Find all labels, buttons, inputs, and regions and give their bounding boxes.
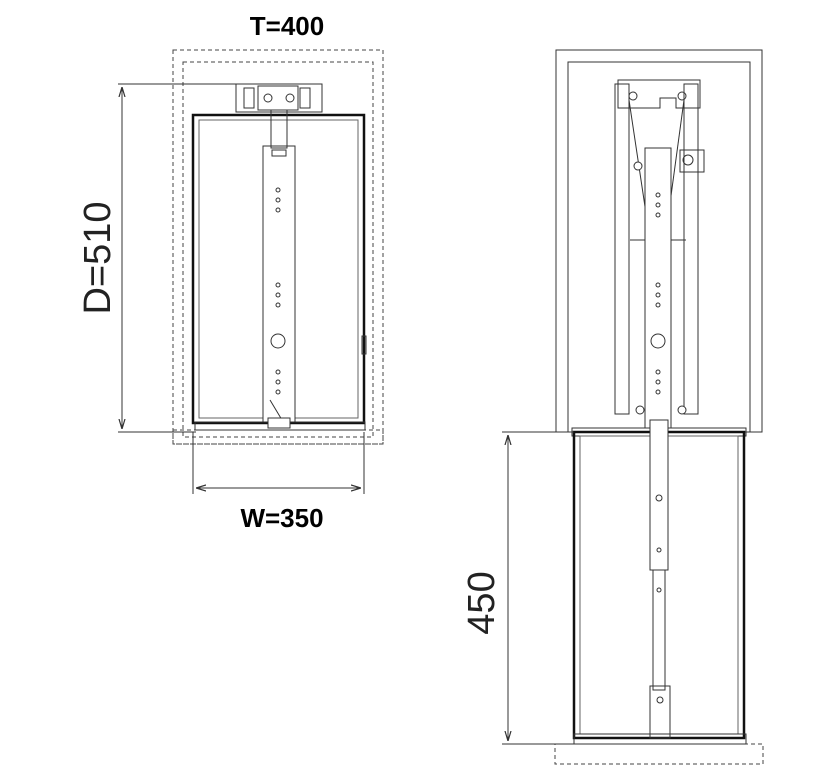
floor-outline [554,743,764,765]
post-hole [655,369,661,375]
post-hole [655,292,661,298]
post-hole [655,282,661,288]
post-cap [271,149,287,157]
post-hole [275,389,281,395]
top-bracket [235,83,323,113]
bracket-slot-right [299,87,311,109]
post-hole [275,302,281,308]
depth-dimension-label: T=400 [250,11,324,41]
post-hole [275,282,281,288]
telescopic-post-lower [652,569,666,691]
hinge-pivot-left [263,93,273,103]
mount-pivot-left [628,91,638,101]
post-hole [656,587,662,593]
extended-base-rail [573,733,747,745]
post-hole [655,192,661,198]
mount-pivot-right [677,91,687,101]
post-brace [269,399,283,421]
post-handle-hole [650,333,666,349]
post-foot [649,685,671,739]
top-mount-bracket [617,79,701,109]
linkage-arm-right [683,83,699,415]
cabinet-outline-inner [182,61,374,438]
post-hole [275,379,281,385]
link-pivot [677,405,687,415]
bracket-slot-left [243,87,255,109]
post-neck [270,109,288,149]
post-hole [655,202,661,208]
extension-dimension-label: 450 [461,571,503,634]
side-latch [361,335,367,355]
post-hole [655,494,663,502]
hinge-pivot-right [285,93,295,103]
arm-bracket [679,149,705,173]
linkage-arm-left [614,83,630,415]
post-hole [275,292,281,298]
post-handle-hole [270,333,286,349]
base-clip [267,417,291,429]
arm-pivot [682,154,694,166]
post-hole [275,197,281,203]
width-dimension-label: W=350 [240,503,323,533]
side-view: 450 [461,49,764,765]
post-hole [655,379,661,385]
post-hole [655,302,661,308]
foot-pivot [656,696,664,704]
link-pivot [633,161,643,171]
link-pivot [635,405,645,415]
post-hole [275,207,281,213]
front-view: D=510 W=350 T=400 [77,11,384,533]
post-hole [275,369,281,375]
post-hole [275,187,281,193]
post-hole [656,547,662,553]
post-hole [655,212,661,218]
side-post [644,147,672,429]
post-hole [655,389,661,395]
height-dimension-label: D=510 [77,201,119,314]
